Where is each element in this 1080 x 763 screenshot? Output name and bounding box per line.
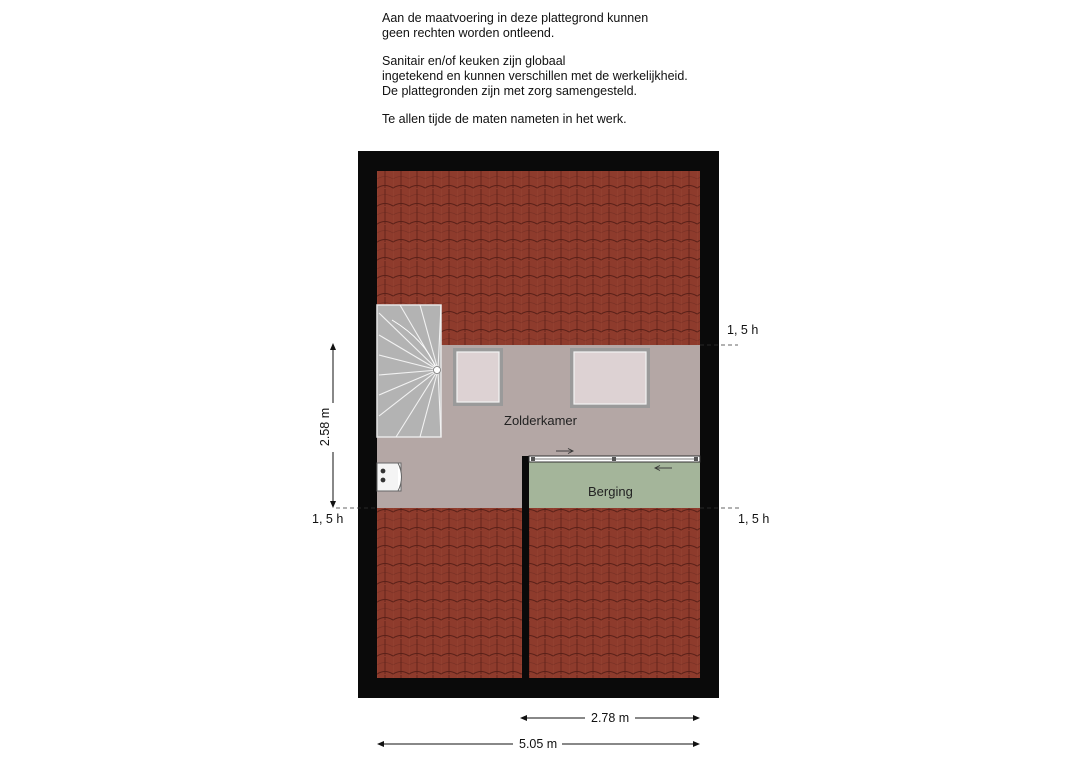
height-marker-bottom-left: 1, 5 h — [312, 512, 344, 526]
disclaimer-line: geen rechten worden ontleend. — [382, 26, 555, 40]
room-label-zolderkamer: Zolderkamer — [504, 413, 577, 428]
dimension-label-total-width: 5.05 m — [519, 737, 558, 751]
disclaimer-line: Aan de maatvoering in deze plattegrond k… — [382, 11, 649, 25]
slide-right-arrow-icon — [556, 448, 575, 454]
disclaimer-line: Sanitair en/of keuken zijn globaal — [382, 54, 566, 68]
height-marker-top-right: 1, 5 h — [727, 323, 759, 337]
dimension-vertical — [330, 343, 336, 508]
berging-floor — [529, 462, 700, 508]
roof-tiles-bottom-right — [529, 508, 700, 678]
height-marker-bottom-right: 1, 5 h — [738, 512, 770, 526]
boiler-unit — [376, 462, 402, 492]
dimension-total-width — [377, 741, 700, 747]
disclaimer-line: ingetekend en kunnen verschillen met de … — [382, 69, 688, 83]
disclaimer-line: Te allen tijde de maten nameten in het w… — [382, 112, 627, 126]
dimension-label-vertical: 2.58 m — [318, 407, 333, 447]
roof-tiles-bottom-left — [377, 508, 522, 678]
dimension-label-inner-width: 2.78 m — [591, 711, 630, 725]
staircase — [376, 304, 442, 438]
disclaimer-text: Aan de maatvoering in deze plattegrond k… — [382, 11, 802, 140]
disclaimer-line: De plattegronden zijn met zorg samengest… — [382, 84, 638, 98]
skylight-right — [570, 348, 650, 408]
slide-left-arrow-icon — [653, 465, 672, 471]
dimension-inner-width — [520, 715, 700, 721]
partition-wall-vertical — [522, 456, 529, 678]
room-label-berging: Berging — [588, 484, 633, 499]
skylight-left — [453, 348, 503, 406]
